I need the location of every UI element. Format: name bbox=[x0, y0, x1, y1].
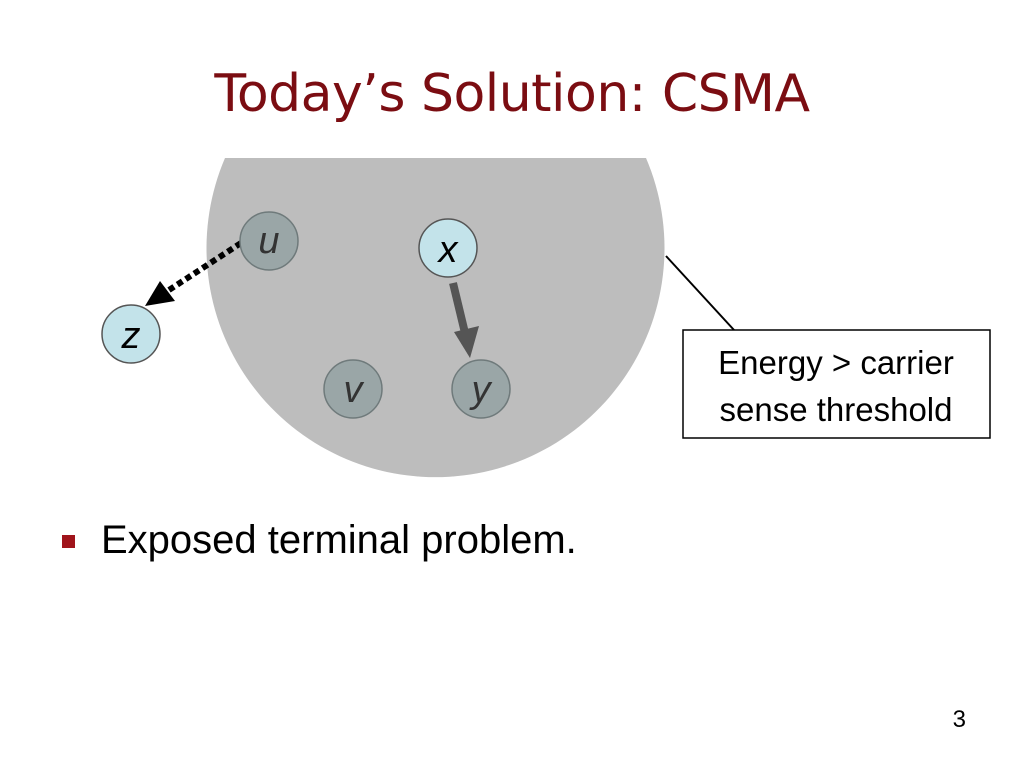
node-x-label: x bbox=[437, 229, 460, 271]
square-bullet-icon bbox=[62, 534, 75, 548]
node-v-label: v bbox=[344, 369, 365, 411]
node-v: v bbox=[323, 359, 383, 419]
node-x: x bbox=[418, 218, 478, 278]
callout-leader-line bbox=[665, 255, 735, 331]
node-z: z bbox=[101, 304, 161, 364]
threshold-callout-line-2: sense threshold bbox=[720, 391, 953, 428]
node-y-label: y bbox=[469, 369, 493, 411]
bullet-list: Exposed terminal problem. bbox=[62, 514, 577, 566]
bullet-text: Exposed terminal problem. bbox=[101, 518, 577, 562]
node-y: y bbox=[451, 359, 511, 419]
bullet-item: Exposed terminal problem. bbox=[62, 514, 577, 566]
carrier-sense-region bbox=[206, 158, 665, 478]
solid-arrow-x-to-y bbox=[449, 282, 479, 358]
threshold-callout: Energy > carrier sense threshold bbox=[682, 329, 991, 439]
node-u: u bbox=[239, 211, 299, 271]
threshold-callout-line-1: Energy > carrier bbox=[718, 344, 954, 381]
slide-title: Today’s Solution: CSMA bbox=[214, 64, 810, 124]
threshold-callout-box bbox=[682, 329, 991, 439]
node-z-label: z bbox=[121, 315, 141, 357]
node-u-label: u bbox=[258, 220, 279, 262]
page-number: 3 bbox=[952, 706, 966, 733]
dotted-arrow-u-to-z bbox=[145, 240, 243, 306]
